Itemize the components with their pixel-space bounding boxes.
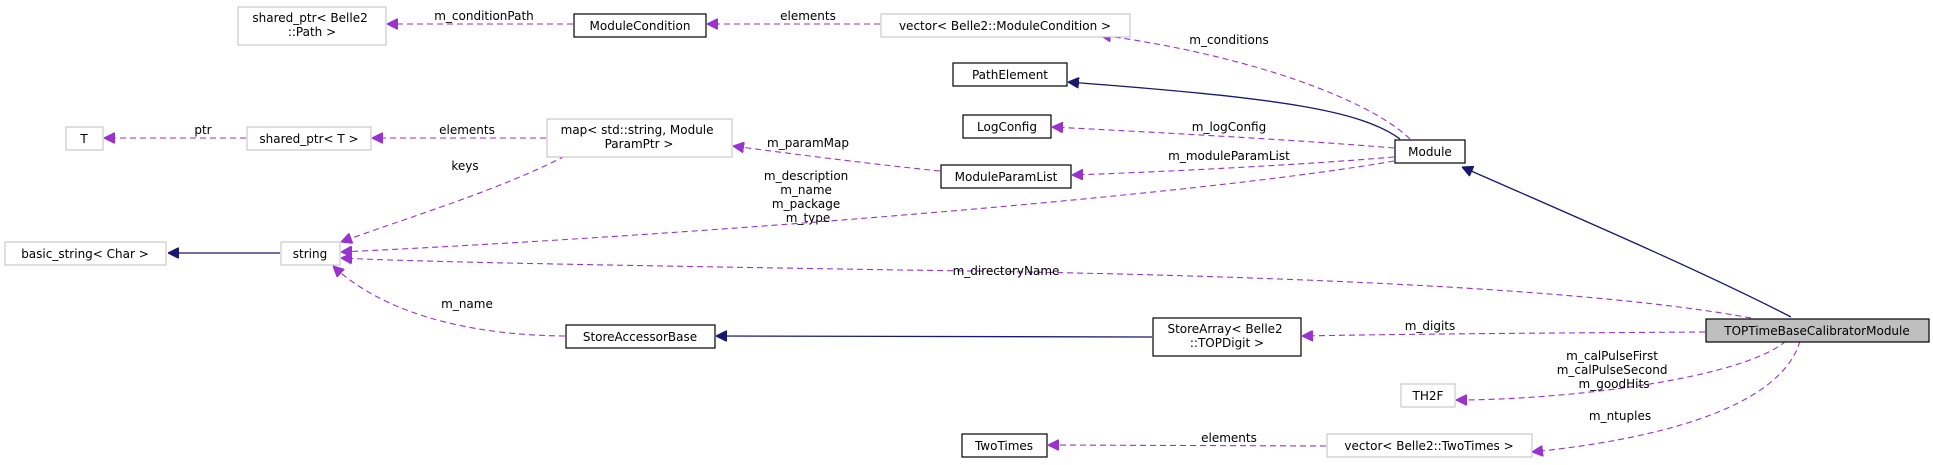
edge-label-m-module-param-list: m_moduleParamList: [1168, 149, 1290, 163]
node-shared-ptr-path[interactable]: shared_ptr< Belle2 ::Path >: [237, 6, 387, 46]
node-two-times[interactable]: TwoTimes: [961, 433, 1048, 458]
node-string-label: string: [293, 247, 327, 261]
edge-label-m-name: m_name: [441, 297, 493, 311]
edge-store-accessor-base-name: [333, 266, 566, 337]
node-path-element[interactable]: PathElement: [952, 62, 1068, 87]
node-log-config[interactable]: LogConfig: [962, 114, 1052, 139]
edge-top-directory-name: [341, 258, 1752, 319]
edge-module-param-list: [1072, 156, 1395, 175]
node-th2f[interactable]: TH2F: [1400, 383, 1456, 408]
edge-label-elements-conditions: elements: [780, 9, 836, 23]
node-path-element-label: PathElement: [972, 68, 1048, 82]
edge-map-keys: [341, 155, 566, 242]
node-basic-string[interactable]: basic_string< Char >: [4, 241, 167, 266]
edge-label-m-directory-name: m_directoryName: [953, 264, 1060, 278]
svg-text:shared_ptr< Belle2 ::P: shared_ptr< Belle2 ::Path >: [252, 11, 371, 39]
edge-label-m-conditions: m_conditions: [1189, 33, 1268, 47]
edge-module-log-config: [1052, 127, 1395, 149]
edge-label-m-log-config: m_logConfig: [1192, 120, 1266, 134]
edge-label-m-cal-pulse-second: m_calPulseSecond: [1557, 363, 1668, 377]
edge-label-m-package: m_package: [772, 197, 840, 211]
node-map-module-param[interactable]: map< std::string, Module ParamPtr >: [546, 118, 733, 158]
node-top-time-base-calibrator-module-label: TOPTimeBaseCalibratorModule: [1723, 324, 1910, 338]
node-basic-string-label: basic_string< Char >: [21, 247, 149, 261]
node-shared-ptr-t-label: shared_ptr< T >: [259, 132, 358, 146]
node-map-module-param-line-2: ParamPtr >: [605, 137, 674, 151]
edge-module-param-list-param-map: [733, 146, 941, 172]
edge-top-module-inherits-module: [1462, 167, 1792, 318]
node-module-label: Module: [1408, 145, 1452, 159]
node-module[interactable]: Module: [1394, 139, 1466, 164]
node-vector-two-times[interactable]: vector< Belle2::TwoTimes >: [1326, 433, 1533, 458]
svg-text:StoreArray< Belle2 ::T: StoreArray< Belle2 ::TOPDigit >: [1167, 322, 1286, 350]
node-log-config-label: LogConfig: [977, 120, 1037, 134]
edge-module-inherits-path-element: [1068, 82, 1401, 140]
svg-text:map< std::string, Module: map< std::string, Module ParamPtr >: [561, 123, 718, 151]
edge-label-m-condition-path: m_conditionPath: [434, 9, 534, 23]
node-module-condition[interactable]: ModuleCondition: [573, 13, 707, 38]
edge-label-m-good-hits: m_goodHits: [1579, 377, 1650, 391]
edge-module-string-fields: [341, 160, 1395, 252]
nodes: shared_ptr< Belle2 ::Path > ModuleCondit…: [4, 6, 1930, 458]
node-vector-module-condition-label: vector< Belle2::ModuleCondition >: [899, 19, 1111, 33]
edge-label-m-type: m_type: [786, 211, 831, 225]
edge-module-conditions: [1100, 35, 1411, 140]
edges: [104, 24, 1801, 452]
node-store-accessor-base-label: StoreAccessorBase: [583, 330, 697, 344]
edge-label-m-cal-pulse-first: m_calPulseFirst: [1566, 349, 1658, 363]
node-top-time-base-calibrator-module[interactable]: TOPTimeBaseCalibratorModule: [1705, 318, 1930, 343]
edge-label-histograms: m_calPulseFirst m_calPulseSecond m_goodH…: [1557, 349, 1672, 391]
edge-label-m-ntuples: m_ntuples: [1589, 409, 1651, 423]
edge-store-array-inherits-store-accessor-base: [716, 336, 1153, 337]
node-shared-ptr-t[interactable]: shared_ptr< T >: [246, 126, 372, 151]
node-shared-ptr-path-line-1: shared_ptr< Belle2: [252, 11, 367, 25]
node-module-condition-label: ModuleCondition: [590, 19, 691, 33]
edge-label-keys: keys: [451, 159, 478, 173]
node-module-param-list-label: ModuleParamList: [955, 170, 1058, 184]
edge-label-m-description: m_description: [764, 169, 848, 183]
node-string[interactable]: string: [280, 241, 341, 266]
edge-label-m-param-map: m_paramMap: [767, 136, 849, 150]
node-th2f-label: TH2F: [1412, 389, 1444, 403]
edge-vector-two-times-elements: [1048, 445, 1327, 446]
node-store-array-top-digit-line-2: ::TOPDigit >: [1190, 336, 1264, 350]
edge-labels: m_conditionPath elements m_conditions pt…: [194, 9, 1672, 445]
edge-label-elements-shared-ptr-t: elements: [439, 123, 495, 137]
node-module-param-list[interactable]: ModuleParamList: [940, 164, 1072, 189]
node-store-accessor-base[interactable]: StoreAccessorBase: [565, 324, 716, 349]
node-shared-ptr-path-line-2: ::Path >: [288, 25, 336, 39]
node-two-times-label: TwoTimes: [974, 439, 1033, 453]
node-t[interactable]: T: [65, 126, 104, 151]
edge-top-digits: [1302, 332, 1706, 336]
edge-label-ptr: ptr: [194, 123, 211, 137]
edge-label-elements-two-times: elements: [1201, 431, 1257, 445]
edge-top-histograms: [1456, 340, 1787, 400]
node-vector-two-times-label: vector< Belle2::TwoTimes >: [1344, 439, 1513, 453]
node-map-module-param-line-1: map< std::string, Module: [561, 123, 714, 137]
node-store-array-top-digit-line-1: StoreArray< Belle2: [1167, 322, 1282, 336]
edge-label-m-digits: m_digits: [1405, 319, 1456, 333]
edge-label-m-name-module: m_name: [780, 183, 832, 197]
node-t-label: T: [79, 132, 88, 146]
node-store-array-top-digit[interactable]: StoreArray< Belle2 ::TOPDigit >: [1152, 317, 1302, 357]
edge-label-module-string-fields: m_description m_name m_package m_type: [764, 169, 852, 225]
node-vector-module-condition[interactable]: vector< Belle2::ModuleCondition >: [880, 13, 1131, 38]
